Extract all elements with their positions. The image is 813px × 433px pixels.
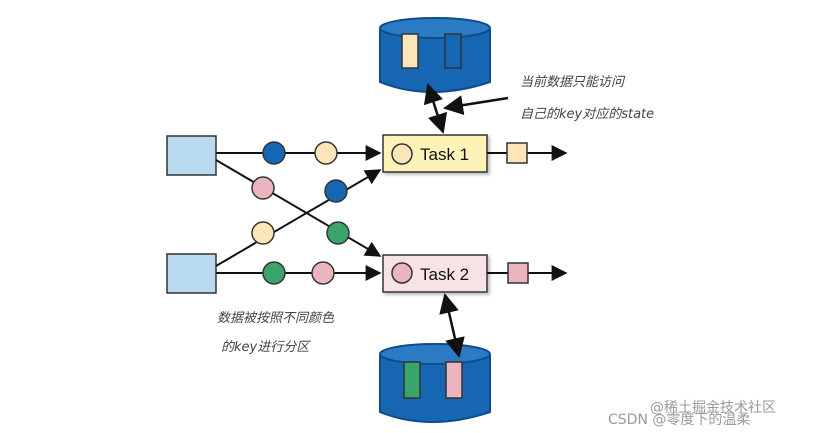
task-1: Task 1 <box>382 134 488 173</box>
state-store-bottom <box>379 343 491 423</box>
source-box-top <box>166 135 217 176</box>
record-peach <box>251 221 275 245</box>
record-pink <box>311 261 335 285</box>
record-green <box>262 261 286 285</box>
source-box-bottom <box>166 253 217 294</box>
edge-top-to-task2 <box>215 159 382 257</box>
edge-bottom-to-task1 <box>215 169 382 267</box>
state-note-line2: 自己的key对应的state <box>520 106 654 122</box>
record-blue <box>262 141 286 165</box>
state-key-peach <box>401 33 419 69</box>
record-green <box>326 221 350 245</box>
record-pink <box>251 176 275 200</box>
task-1-label: Task 1 <box>420 145 469 164</box>
task-2-label: Task 2 <box>420 265 469 284</box>
record-blue <box>324 179 348 203</box>
task-2: Task 2 <box>382 254 488 293</box>
state-access-arrow-bottom <box>439 293 465 358</box>
state-note-line1: 当前数据只能访问 <box>520 75 626 90</box>
annotation-pointer-arrow <box>443 95 509 116</box>
state-key-green <box>403 361 421 399</box>
watermark-line1: @稀土掘金技术社区 <box>650 400 776 416</box>
state-key-blue <box>444 33 462 69</box>
watermark-line2: CSDN @零度下的温柔 <box>608 412 750 428</box>
task-2-key-circle <box>391 262 413 284</box>
state-key-pink <box>445 361 463 399</box>
partition-note-line1: 数据被按照不同颜色 <box>217 311 335 326</box>
state-access-arrow-top <box>423 83 448 134</box>
output-record-pink <box>507 262 529 284</box>
partition-note-line2: 的key进行分区 <box>221 340 311 355</box>
task-1-key-circle <box>391 143 413 165</box>
state-store-top <box>379 17 491 93</box>
output-record-peach <box>506 142 528 164</box>
record-peach <box>314 141 338 165</box>
